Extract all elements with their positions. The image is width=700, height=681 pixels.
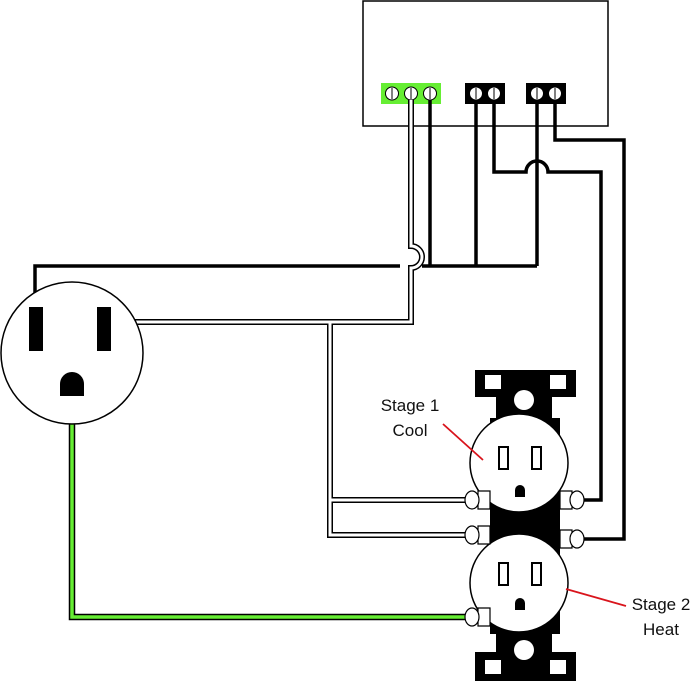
stage2-callout-line: [565, 588, 627, 607]
duplex-receptacle-icon: [469, 370, 576, 681]
screw-terminal-icon: [464, 490, 585, 627]
stage1-label-line2: Cool: [393, 421, 428, 440]
terminal-block-1-icon: [465, 83, 505, 104]
neutral-wire: [121, 100, 472, 538]
stage1-callout-line: [442, 423, 484, 461]
stage1-label-line1: Stage 1: [381, 396, 440, 415]
control-box: [362, 0, 609, 127]
stage2-label-line2: Heat: [643, 620, 679, 639]
hot-wire: [33, 100, 626, 541]
plug-face-icon: [0, 281, 144, 425]
stage2-label-line1: Stage 2: [632, 595, 691, 614]
terminal-block-2-icon: [526, 83, 566, 104]
ground-wire: [68, 395, 472, 621]
